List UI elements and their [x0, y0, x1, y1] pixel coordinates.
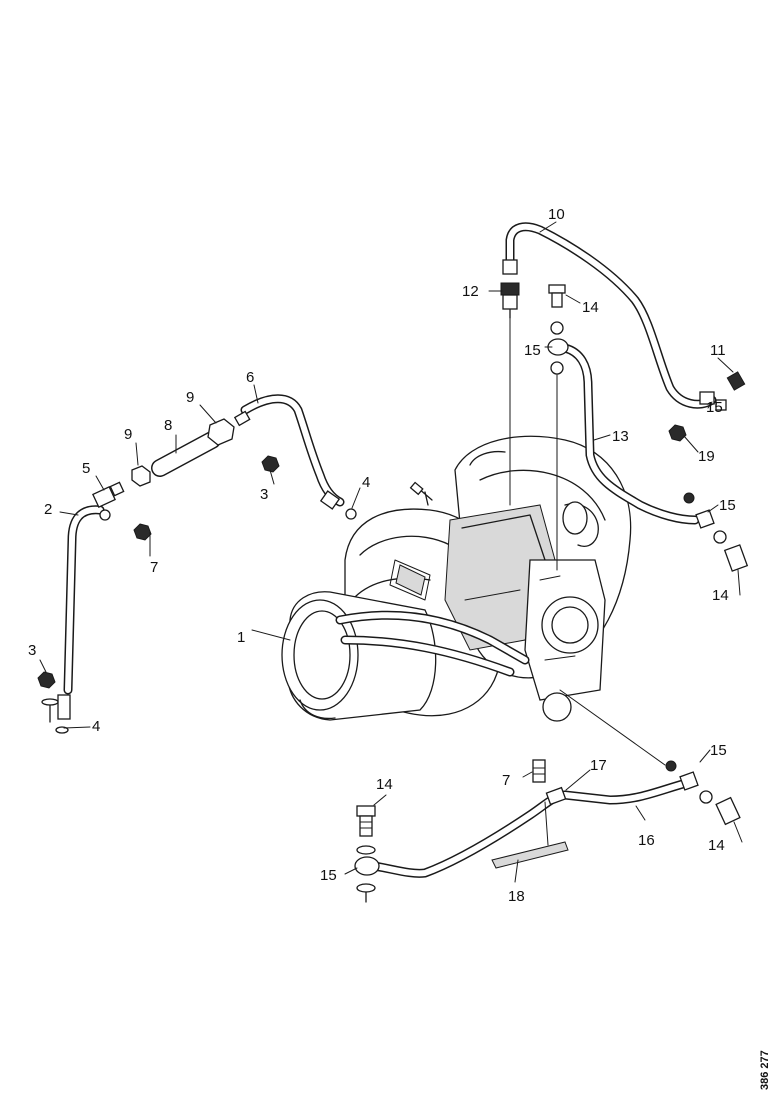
turbocharger-assembly	[281, 435, 632, 722]
callout-8: 8	[164, 417, 172, 434]
callout-7b: 7	[502, 772, 510, 789]
callout-5: 5	[82, 460, 90, 477]
callout-3a: 3	[28, 642, 36, 659]
callout-12: 12	[462, 283, 479, 300]
callout-3b: 3	[260, 486, 268, 503]
callout-4a: 4	[362, 474, 370, 491]
callout-6: 6	[246, 369, 254, 386]
callout-14b: 14	[712, 587, 729, 604]
callout-11: 11	[710, 342, 726, 359]
callout-9a: 9	[124, 426, 132, 443]
callout-7a: 7	[150, 559, 158, 576]
callout-19: 19	[698, 448, 715, 465]
pipe-10	[505, 222, 717, 409]
callout-15c: 15	[710, 742, 727, 759]
callout-15e: 15	[706, 399, 723, 416]
callout-14d: 14	[376, 776, 393, 793]
callout-9b: 9	[186, 389, 194, 406]
hose-8	[151, 431, 221, 477]
pipe-16	[363, 777, 695, 878]
leader-lines	[39, 221, 743, 883]
pipe-feed-lines	[335, 610, 530, 677]
callout-4b: 4	[92, 718, 100, 735]
pipe-13	[560, 343, 700, 525]
callout-10: 10	[548, 206, 565, 223]
callout-labels: 1 2 3 3 4 4 5 6 7 7 8 9 9 10 11 12 13 14…	[28, 206, 771, 1090]
callout-15a: 15	[524, 342, 541, 359]
callout-18: 18	[508, 888, 525, 905]
callout-2: 2	[44, 501, 52, 518]
callout-1: 1	[237, 629, 245, 646]
callout-15d: 15	[320, 867, 337, 884]
callout-14c: 14	[708, 837, 725, 854]
fittings	[37, 259, 749, 903]
callout-17: 17	[590, 757, 607, 774]
callout-15b: 15	[719, 497, 736, 514]
callout-13: 13	[612, 428, 629, 445]
reference-number: 386 277	[759, 1050, 771, 1090]
bracket-18	[491, 841, 569, 869]
callout-14a: 14	[582, 299, 599, 316]
callout-16: 16	[638, 832, 655, 849]
pipe-2	[63, 505, 105, 695]
